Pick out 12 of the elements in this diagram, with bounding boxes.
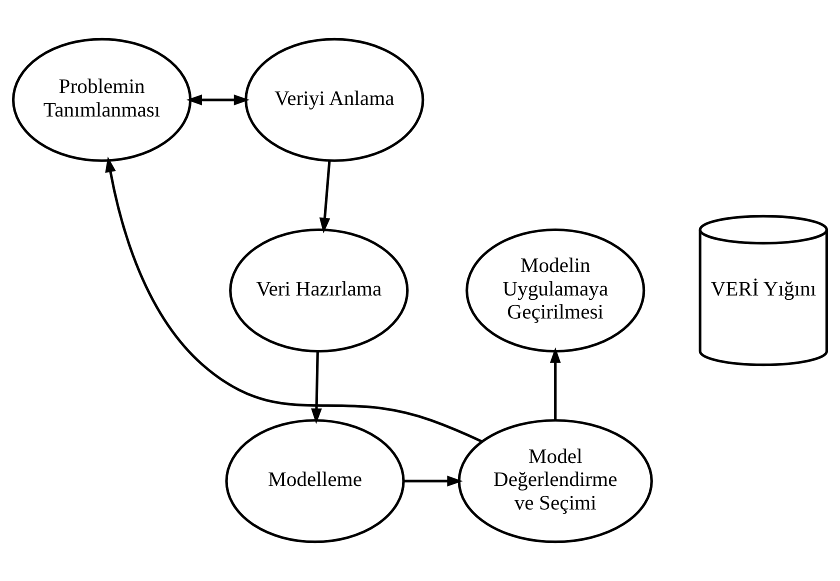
node-ellipse: Modelleme <box>225 419 405 544</box>
arrow <box>186 94 250 106</box>
arrow <box>550 347 561 420</box>
arrow <box>105 156 483 443</box>
arrow <box>404 476 463 487</box>
node-ellipse: Modelin Uygulamaya Geçirilmesi <box>466 228 646 353</box>
arrow <box>319 160 331 234</box>
node-ellipse: Model Değerlendirme ve Seçimi <box>458 419 653 544</box>
node-ellipse: Veriyi Anlama <box>244 38 424 162</box>
node-ellipse: Problemin Tanımlanması <box>12 38 192 162</box>
arrow <box>311 351 322 424</box>
node-ellipse: Veri Hazırlama <box>229 228 409 353</box>
